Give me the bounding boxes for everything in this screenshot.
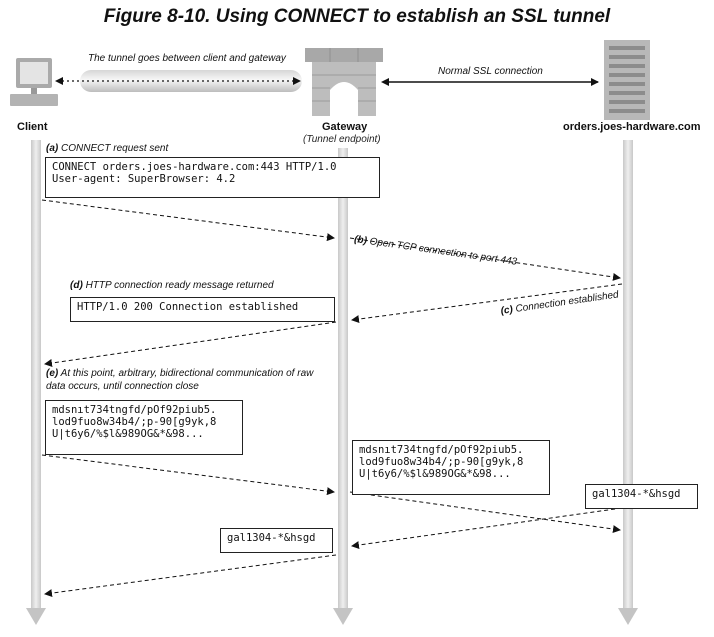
arrow-e-gateway-to-server: [349, 491, 621, 533]
step-e-text-line2: data occurs, until connection close: [46, 381, 199, 392]
arrow-a-client-to-gateway: [41, 199, 335, 242]
gateway-icon: [305, 48, 383, 116]
step-e-tag: (e): [46, 368, 59, 379]
computer-icon: [10, 58, 58, 106]
step-a-text: CONNECT request sent: [61, 143, 169, 154]
connection-established-box: HTTP/1.0 200 Connection established: [70, 297, 335, 322]
ssl-connection-label: Normal SSL connection: [438, 66, 543, 77]
step-e-label: (e) At this point, arbitrary, bidirectio…: [46, 368, 313, 379]
raw-data-box-client: mdsnıt734tngfd/pOf92piub5. lod9fuo8w34b4…: [45, 400, 243, 455]
step-d-tag: (d): [70, 280, 83, 291]
reply-data-box-gateway: gal1304-*&hsgd: [220, 528, 333, 553]
arrow-d-gateway-to-client: [44, 321, 337, 367]
step-e-text-line1: At this point, arbitrary, bidirectional …: [60, 368, 314, 379]
step-b-tag: (b): [353, 234, 368, 247]
step-d-label: (d) HTTP connection ready message return…: [70, 280, 274, 291]
tunnel-label: The tunnel goes between client and gatew…: [88, 53, 286, 64]
arrow-e-server-to-gateway: [351, 507, 623, 549]
arrow-b-gateway-to-server: [349, 237, 621, 281]
server-label: orders.joes-hardware.com: [563, 121, 701, 133]
client-lifeline: [26, 140, 46, 625]
server-icon: [604, 40, 650, 120]
step-c-tag: (c): [500, 304, 514, 317]
arrow-e-gateway-to-client: [44, 554, 337, 598]
arrow-e-client-to-gateway: [41, 454, 335, 496]
server-lifeline: [618, 140, 638, 625]
reply-data-box-server: gal1304-*&hsgd: [585, 484, 698, 509]
figure-title: Figure 8-10. Using CONNECT to establish …: [103, 6, 611, 27]
step-a-label: (a) CONNECT request sent: [46, 143, 168, 154]
gateway-subtitle: (Tunnel endpoint): [303, 134, 381, 145]
raw-data-box-gateway: mdsnıt734tngfd/pOf92piub5. lod9fuo8w34b4…: [352, 440, 550, 495]
tunnel-tube: [55, 70, 302, 92]
gateway-lifeline: [333, 148, 353, 625]
client-label: Client: [17, 121, 48, 133]
step-a-tag: (a): [46, 143, 59, 154]
connect-request-box: CONNECT orders.joes-hardware.com:443 HTT…: [45, 157, 380, 198]
gateway-label: Gateway: [322, 121, 368, 133]
step-d-text: HTTP connection ready message returned: [85, 280, 274, 291]
arrow-c-server-to-gateway: [351, 283, 623, 324]
